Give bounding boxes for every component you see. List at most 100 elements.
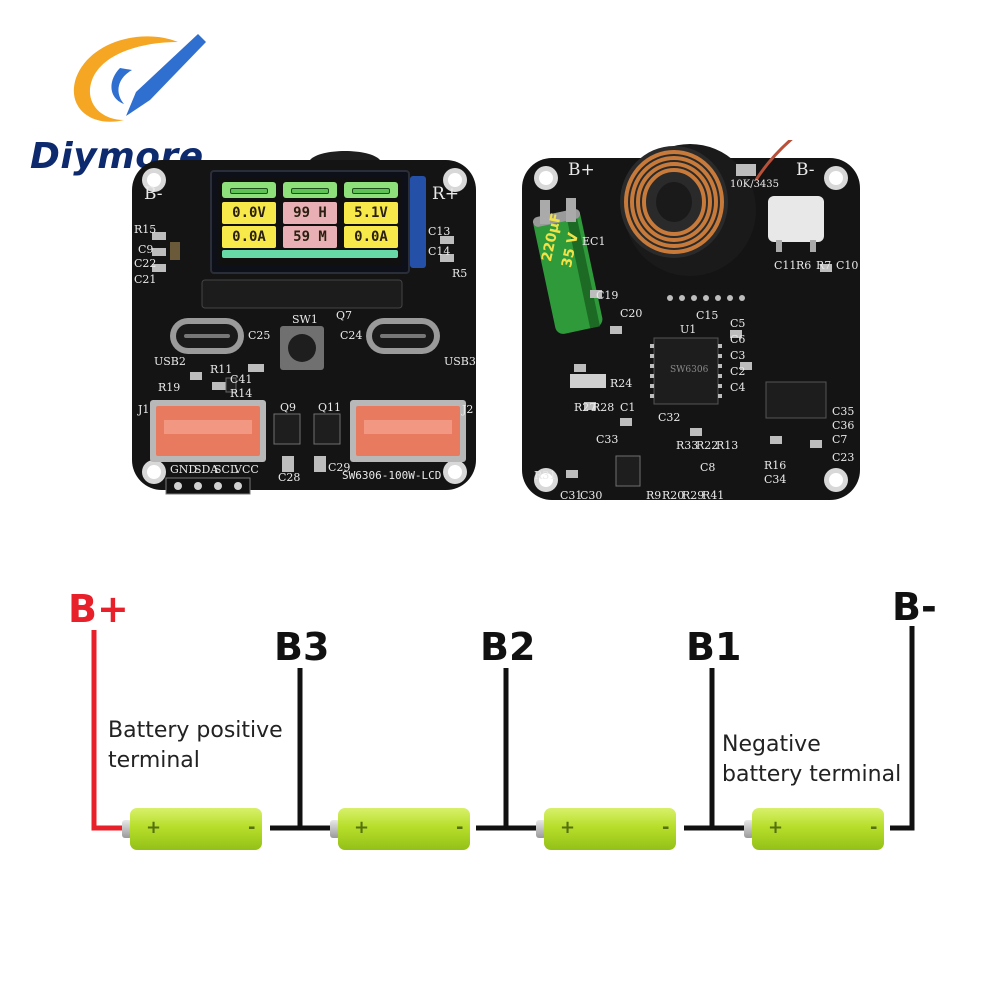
battery-body <box>130 808 262 850</box>
silk-label: R11 <box>210 363 233 376</box>
silk-label: EC1 <box>582 235 606 248</box>
silk-label: B- <box>144 184 163 204</box>
battery-cell: + - <box>330 808 476 850</box>
lcd-input-current: 0.0A <box>222 226 276 248</box>
silk-label: R41 <box>702 489 725 502</box>
silk-label: R7 <box>816 259 832 272</box>
lcd-minutes: 59 M <box>283 226 337 248</box>
silk-label: R15 <box>134 223 157 236</box>
battery-body <box>338 808 470 850</box>
lcd-header-block <box>344 182 398 198</box>
battery-body <box>544 808 676 850</box>
silk-label: C35 <box>832 405 855 418</box>
negative-note-line2: battery terminal <box>722 762 902 787</box>
lcd-hours: 99 H <box>283 202 337 224</box>
lcd-progress-bar <box>222 250 398 258</box>
silk-label: C13 <box>428 225 451 238</box>
silk-label: C4 <box>730 381 746 394</box>
terminal-b2: B2 <box>480 625 536 669</box>
positive-note-line1: Battery positive <box>108 718 283 743</box>
lcd-input-voltage: 0.0V <box>222 202 276 224</box>
battery-minus-mark: - <box>456 817 464 838</box>
silk-label: C19 <box>596 289 619 302</box>
silk-label: R20 <box>662 489 685 502</box>
silk-label: C31 <box>560 489 583 502</box>
battery-plus-mark: + <box>768 817 784 838</box>
battery-terminal-nub <box>536 820 546 838</box>
chip-marking: SW6306 <box>670 365 709 375</box>
silk-label: C11 <box>774 259 797 272</box>
battery-terminal-nub <box>122 820 132 838</box>
battery-minus-mark: - <box>248 817 256 838</box>
silk-label: C6 <box>730 333 746 346</box>
silk-label: C22 <box>134 257 157 270</box>
silk-label: C23 <box>832 451 855 464</box>
silk-label: R9 <box>646 489 662 502</box>
lcd-screen: 0.0V 99 H 5.1V 0.0A 59 M 0.0A <box>218 178 402 266</box>
lcd-output-voltage: 5.1V <box>344 202 398 224</box>
silk-label: C10 <box>836 259 859 272</box>
battery-plus-mark: + <box>560 817 576 838</box>
silk-label: C32 <box>658 411 681 424</box>
silk-label: C14 <box>428 245 451 258</box>
silk-label: Q9 <box>280 401 297 414</box>
negative-note-line1: Negative <box>722 732 821 757</box>
negative-wire <box>890 626 915 831</box>
battery-cell: + - <box>744 808 890 850</box>
silk-label: C15 <box>696 309 719 322</box>
silk-label: Q11 <box>318 401 342 414</box>
lcd-connector <box>410 176 426 268</box>
silk-label: B+ <box>568 160 595 180</box>
lcd-output-current: 0.0A <box>344 226 398 248</box>
diymore-logo-icon <box>73 34 206 122</box>
terminal-b3: B3 <box>274 625 330 669</box>
silk-label: C36 <box>832 419 855 432</box>
silk-label: C21 <box>134 273 157 286</box>
battery-terminal-nub <box>744 820 754 838</box>
board-model-label: SW6306-100W-LCD <box>342 469 442 482</box>
silk-label: 10K/3435 <box>730 179 780 190</box>
silk-label: C9 <box>138 243 154 256</box>
battery-cell: + - <box>122 808 268 850</box>
silk-label: C8 <box>700 461 716 474</box>
lcd-display: 0.0V 99 H 5.1V 0.0A 59 M 0.0A <box>210 170 410 274</box>
silk-label: U1 <box>680 323 697 336</box>
silk-label: R28 <box>592 401 615 414</box>
silk-label: C25 <box>248 329 271 342</box>
silk-label: B- <box>796 160 815 180</box>
battery-cell: + - <box>536 808 682 850</box>
positive-note-line2: terminal <box>108 748 200 773</box>
silk-label: C3 <box>730 349 746 362</box>
silk-label: SW1 <box>292 313 318 326</box>
silk-label: R+ <box>432 184 460 204</box>
silk-label: C30 <box>580 489 603 502</box>
positive-wire <box>91 630 128 831</box>
silk-label: GND <box>170 463 198 476</box>
battery-plus-mark: + <box>354 817 370 838</box>
silk-label: C29 <box>328 461 351 474</box>
silk-label: C24 <box>340 329 363 342</box>
battery-minus-mark: - <box>662 817 670 838</box>
silk-label: C28 <box>278 471 301 484</box>
silk-label: R13 <box>716 439 739 452</box>
silk-label: Q7 <box>336 309 353 322</box>
lcd-header-block <box>222 182 276 198</box>
silk-label: R29 <box>682 489 705 502</box>
silk-label: SCL <box>214 463 238 476</box>
silk-label: C34 <box>764 473 787 486</box>
silk-label: USB2 <box>154 355 186 368</box>
silk-label: R31 <box>534 469 557 482</box>
silk-label: R22 <box>696 439 719 452</box>
silk-label: R27 <box>574 401 597 414</box>
silk-label: VCC <box>234 463 259 476</box>
silk-label: C33 <box>596 433 619 446</box>
silk-label: USB3 <box>444 355 476 368</box>
terminal-b1: B1 <box>686 625 742 669</box>
silk-label: J2 <box>462 403 474 416</box>
silk-label: C2 <box>730 365 746 378</box>
silk-label: R16 <box>764 459 787 472</box>
silk-label: C5 <box>730 317 746 330</box>
back-pcb-board: 220μF 35 V SW6306 B+ B- 10K/3435 EC1 C11… <box>520 140 865 505</box>
terminal-b-plus: B+ <box>68 587 129 631</box>
